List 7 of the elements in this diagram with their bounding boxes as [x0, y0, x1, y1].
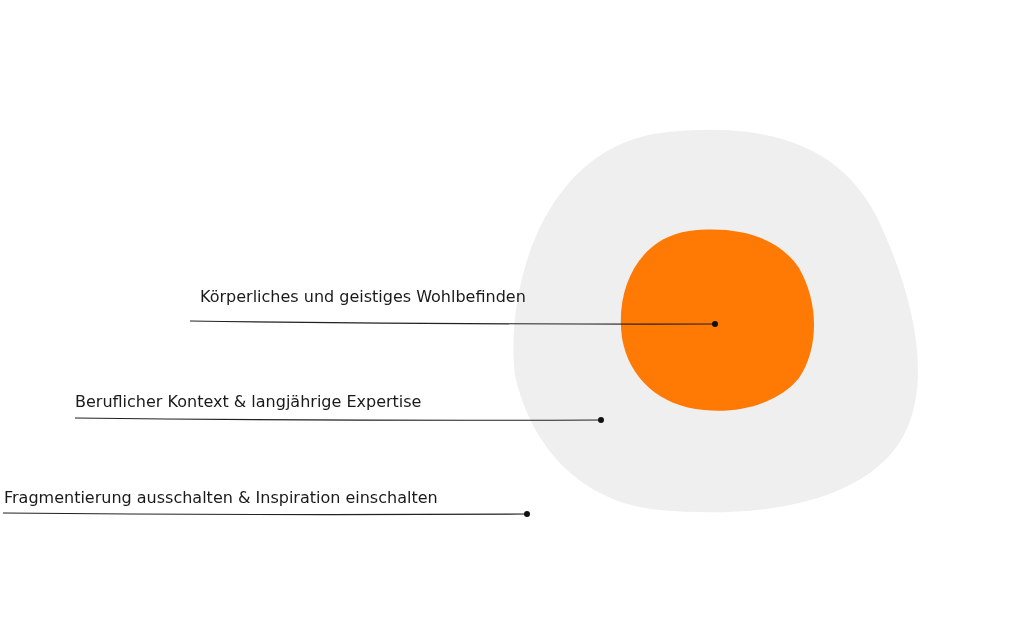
callout-text: Beruflicher Kontext & langjährige Expertise	[75, 392, 422, 412]
leader-line	[189, 320, 718, 327]
leader-line	[74, 417, 604, 423]
leader-line	[2, 511, 530, 517]
callout-text: Fragmentierung ausschalten & Inspiration einschalten	[4, 488, 438, 508]
blob-shape	[619, 228, 816, 412]
callout-text: Körperliches und geistiges Wohlbefinden	[200, 287, 526, 307]
